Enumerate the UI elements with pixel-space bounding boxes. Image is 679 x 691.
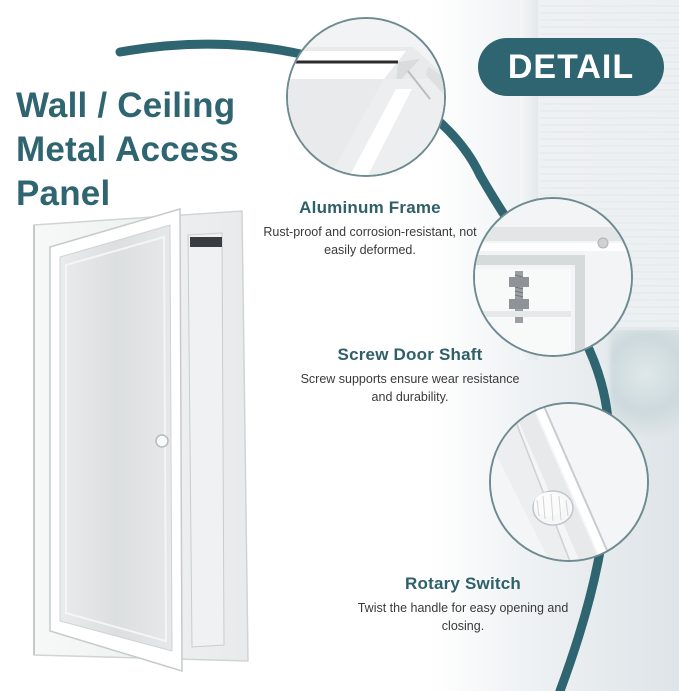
feature-heading: Rotary Switch [405,574,521,593]
feature-description: Rust-proof and corrosion-resistant, not … [263,225,477,257]
title-line-1: Wall / Ceiling [16,86,236,125]
frame-corner-icon [288,19,444,175]
title-line-3: Panel [16,174,111,213]
feature-aluminum-frame: Aluminum Frame Rust-proof and corrosion-… [250,198,490,259]
feature-heading: Screw Door Shaft [337,345,483,364]
feature-screw-door-shaft: Screw Door Shaft Screw supports ensure w… [290,345,530,406]
page-title: Wall / Ceiling Metal Access Panel [16,84,286,216]
feature-rotary-switch: Rotary Switch Twist the handle for easy … [338,574,588,635]
screw-hinge-icon [475,199,631,355]
detail-badge: DETAIL [478,38,664,96]
rotary-knob-closeup [489,402,649,562]
frame-corner-closeup [286,17,446,177]
screw-hinge-closeup [473,197,633,357]
access-panel-product-image [33,208,249,673]
feature-description: Twist the handle for easy opening and cl… [357,601,569,633]
title-line-2: Metal Access [16,130,239,169]
rotary-knob-icon [491,404,647,560]
feature-description: Screw supports ensure wear resistance an… [300,372,520,404]
feature-heading: Aluminum Frame [299,198,441,217]
